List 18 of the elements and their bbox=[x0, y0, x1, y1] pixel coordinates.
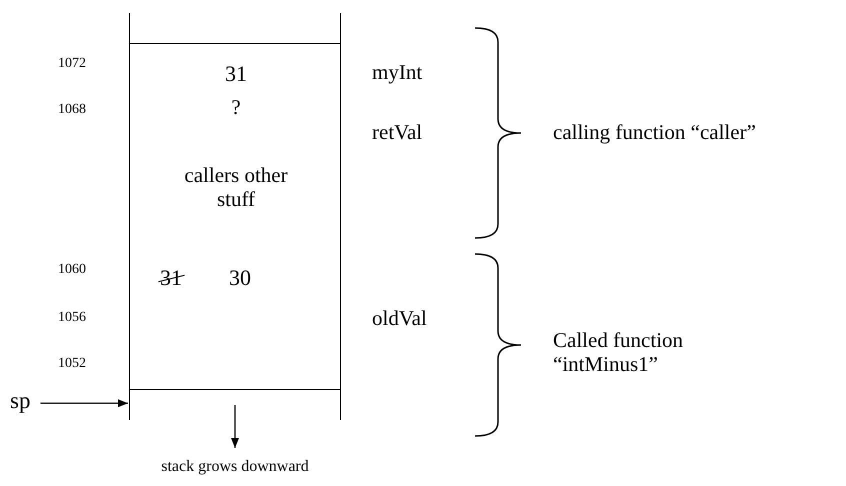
region-text: callers other stuff bbox=[183, 163, 289, 212]
address-label: 1052 bbox=[58, 356, 86, 372]
frame-label: calling function “caller” bbox=[553, 120, 756, 144]
variable-name: oldVal bbox=[372, 306, 427, 330]
address-label: 1068 bbox=[58, 102, 86, 118]
address-label: 1072 bbox=[58, 56, 86, 72]
stored-value: 31 bbox=[224, 61, 248, 86]
pointer-arrow bbox=[40, 399, 128, 408]
pointer-text: sp bbox=[10, 388, 30, 414]
stored-value: 30 bbox=[229, 265, 251, 290]
frame-label: Called function “intMinus1” bbox=[553, 328, 684, 376]
variable-name: retVal bbox=[372, 120, 422, 144]
variable-name: myInt bbox=[372, 60, 422, 84]
address-label: 1060 bbox=[58, 262, 86, 278]
stored-value: ? bbox=[230, 95, 242, 120]
caption-text: stack grows downward bbox=[160, 458, 310, 476]
stack-frame bbox=[129, 13, 341, 420]
address-label: 1056 bbox=[58, 310, 86, 326]
